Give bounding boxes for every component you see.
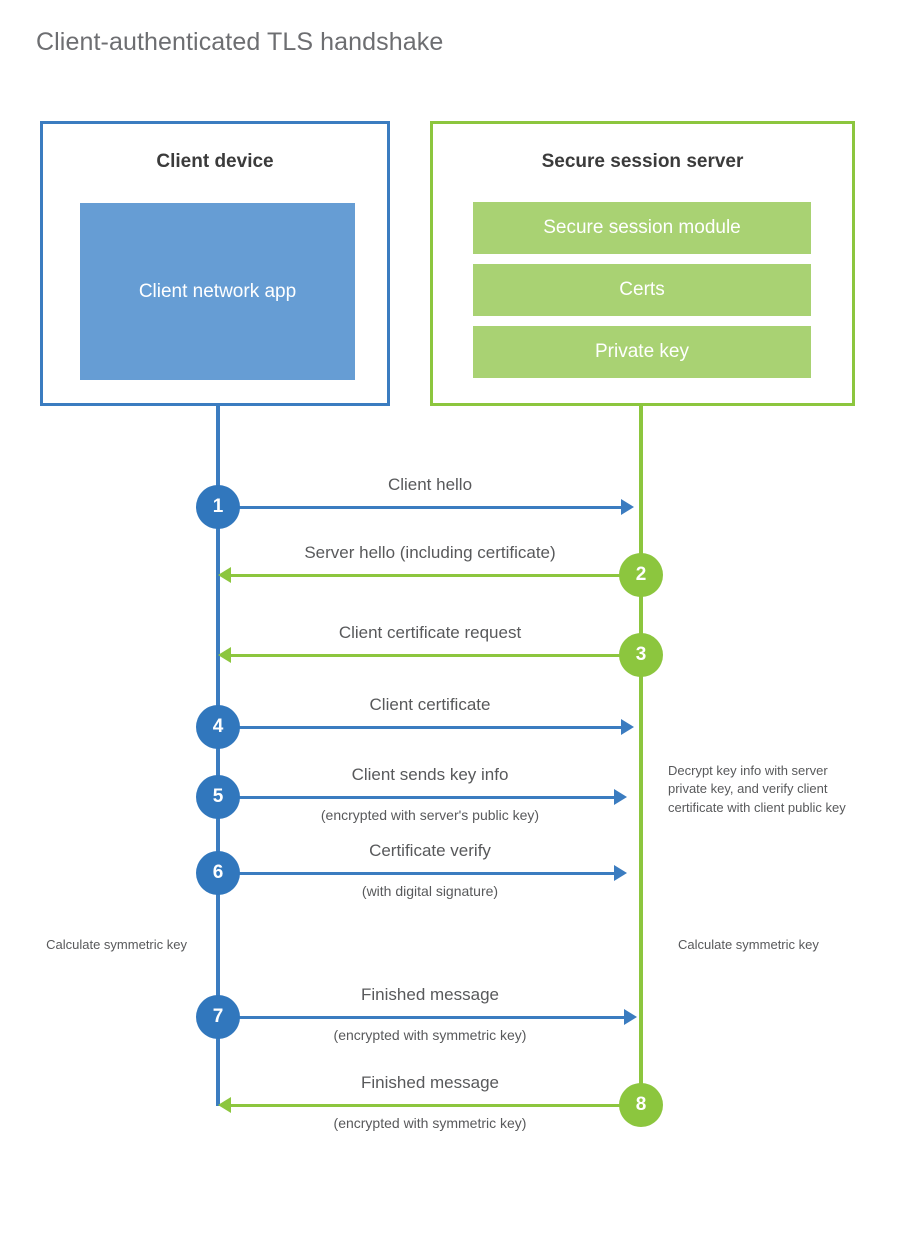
arrow-head-right-6 xyxy=(614,865,627,881)
client-device-title: Client device xyxy=(156,151,274,172)
step-circle-5[interactable]: 5 xyxy=(196,775,240,819)
arrow-line-1 xyxy=(218,506,621,509)
message-sub-7: (encrypted with symmetric key) xyxy=(333,1027,527,1043)
arrow-head-right-5 xyxy=(614,789,627,805)
message-label-5: Client sends key info xyxy=(351,765,509,784)
page-title: Client-authenticated TLS handshake xyxy=(36,28,444,56)
step-circle-2[interactable]: 2 xyxy=(619,553,663,597)
secure-session-server-title: Secure session server xyxy=(541,151,744,172)
arrow-head-left-3 xyxy=(218,647,231,663)
message-label-1: Client hello xyxy=(387,475,473,494)
arrow-line-3 xyxy=(231,654,621,657)
message-label-2: Server hello (including certificate) xyxy=(304,543,556,562)
client-lifeline xyxy=(216,406,220,1106)
server-block-secure-session-module: Secure session module xyxy=(473,202,811,254)
server-lifeline xyxy=(639,406,643,1105)
arrow-head-left-8 xyxy=(218,1097,231,1113)
arrow-line-4 xyxy=(218,726,621,729)
message-label-8: Finished message xyxy=(361,1073,499,1092)
server-block-private-key: Private key xyxy=(473,326,811,378)
client-calculate-symmetric-key-note: Calculate symmetric key xyxy=(46,937,187,952)
message-sub-5: (encrypted with server's public key) xyxy=(320,807,540,823)
message-sub-6: (with digital signature) xyxy=(361,883,499,899)
step-circle-8[interactable]: 8 xyxy=(619,1083,663,1127)
decrypt-key-info-note: Decrypt key info with server private key… xyxy=(668,763,846,815)
client-network-app-block: Client network app xyxy=(80,203,355,380)
arrow-head-left-2 xyxy=(218,567,231,583)
client-device-box: Client device Client network app xyxy=(40,121,390,406)
arrow-head-right-7 xyxy=(624,1009,637,1025)
message-label-6: Certificate verify xyxy=(369,841,491,860)
arrow-line-2 xyxy=(231,574,621,577)
message-label-4: Client certificate xyxy=(369,695,491,714)
server-block-certs: Certs xyxy=(473,264,811,316)
arrow-line-7 xyxy=(218,1016,624,1019)
step-circle-4[interactable]: 4 xyxy=(196,705,240,749)
arrow-head-right-1 xyxy=(621,499,634,515)
arrow-line-8 xyxy=(231,1104,621,1107)
step-circle-1[interactable]: 1 xyxy=(196,485,240,529)
step-circle-6[interactable]: 6 xyxy=(196,851,240,895)
secure-session-server-box: Secure session server Secure session mod… xyxy=(430,121,855,406)
step-circle-7[interactable]: 7 xyxy=(196,995,240,1039)
message-label-3: Client certificate request xyxy=(338,623,522,642)
message-label-7: Finished message xyxy=(361,985,499,1004)
message-sub-8: (encrypted with symmetric key) xyxy=(333,1115,527,1131)
server-calculate-symmetric-key-note: Calculate symmetric key xyxy=(678,937,819,952)
step-circle-3[interactable]: 3 xyxy=(619,633,663,677)
arrow-head-right-4 xyxy=(621,719,634,735)
arrow-line-5 xyxy=(218,796,614,799)
arrow-line-6 xyxy=(218,872,614,875)
